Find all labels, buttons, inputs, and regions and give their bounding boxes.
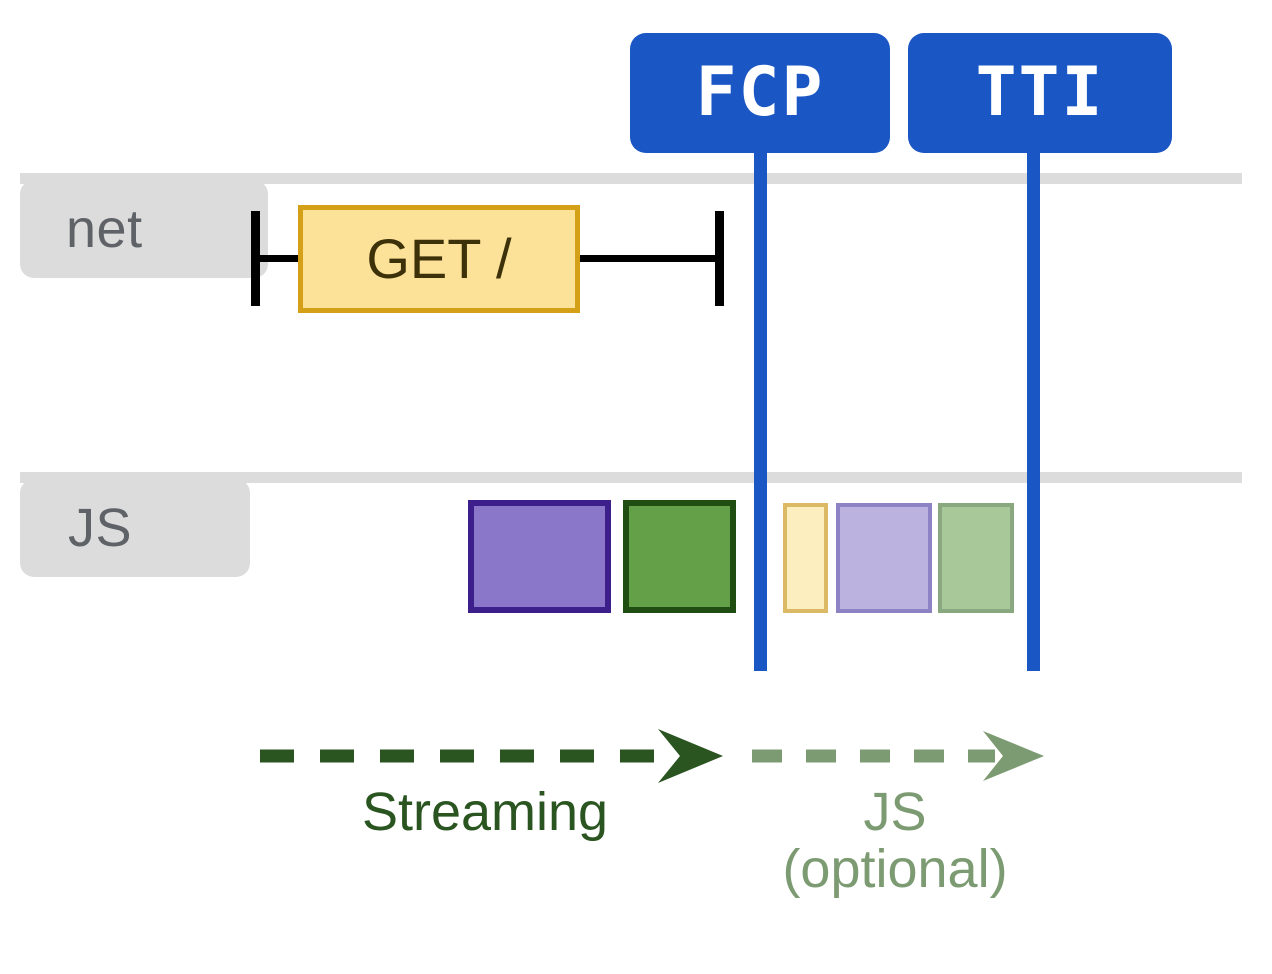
marker-badge-fcp[interactable]: FCP — [630, 33, 890, 153]
js-optional-arrow-icon — [752, 731, 1044, 781]
lane-label-net: net — [20, 180, 268, 278]
request-start-cap — [251, 211, 260, 306]
streaming-arrow-icon — [260, 729, 723, 783]
js-block-4 — [836, 503, 932, 613]
request-block-label: GET / — [366, 227, 512, 290]
js-block-5 — [938, 503, 1014, 613]
marker-badge-tti[interactable]: TTI — [908, 33, 1172, 153]
request-block-get: GET / — [298, 205, 580, 313]
lane-label-js-text: JS — [68, 498, 133, 558]
js-block-2 — [623, 500, 736, 613]
annotation-label-js-optional-line2: (optional) — [782, 839, 1008, 900]
marker-badge-fcp-label: FCP — [695, 53, 825, 132]
annotation-label-js-optional: JS (optional) — [740, 782, 1050, 900]
lane-rail-js — [20, 472, 1242, 483]
lane-label-net-text: net — [66, 199, 143, 259]
annotation-label-js-optional-line1: JS — [863, 782, 927, 842]
js-block-3 — [783, 503, 828, 613]
marker-line-tti — [1027, 140, 1040, 671]
marker-line-fcp — [754, 140, 767, 671]
marker-badge-tti-label: TTI — [975, 53, 1105, 132]
lane-rail-net — [20, 173, 1242, 184]
lane-label-js: JS — [20, 479, 250, 577]
annotation-label-streaming-text: Streaming — [361, 782, 609, 842]
annotation-label-streaming: Streaming — [250, 782, 720, 842]
js-block-1 — [468, 500, 611, 613]
request-end-cap — [715, 211, 724, 306]
